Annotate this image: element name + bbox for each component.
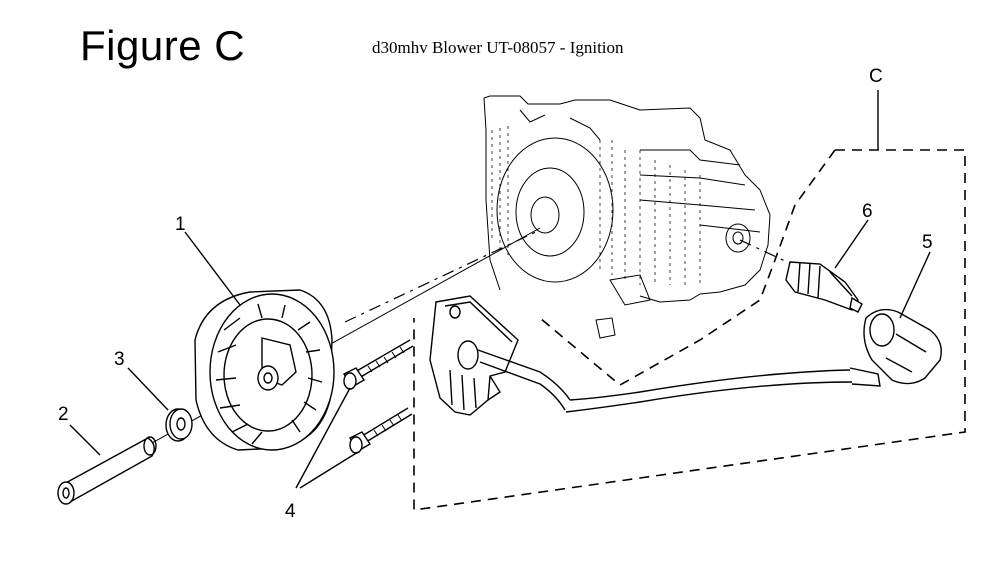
flywheel — [194, 289, 335, 451]
leader-lines — [69, 90, 931, 489]
diagram-subtitle: d30mhv Blower UT-08057 - Ignition — [372, 38, 624, 57]
callout-group-c: C — [869, 66, 883, 87]
assembly-axis-lines — [57, 227, 801, 496]
spark-plug-boot — [849, 308, 942, 387]
spark-plug — [785, 261, 863, 313]
callout-4: 4 — [285, 501, 296, 522]
screws — [343, 339, 414, 454]
washer — [165, 408, 193, 442]
callout-1: 1 — [175, 214, 186, 235]
spark-plug-wire — [565, 369, 853, 413]
figure-title: Figure C — [80, 22, 246, 69]
engine-block — [483, 95, 771, 339]
callout-5: 5 — [922, 232, 933, 253]
callout-3: 3 — [114, 349, 125, 370]
spacer-tube — [57, 436, 157, 505]
callout-2: 2 — [58, 404, 69, 425]
ignition-coil — [429, 295, 571, 416]
callout-6: 6 — [862, 201, 873, 222]
